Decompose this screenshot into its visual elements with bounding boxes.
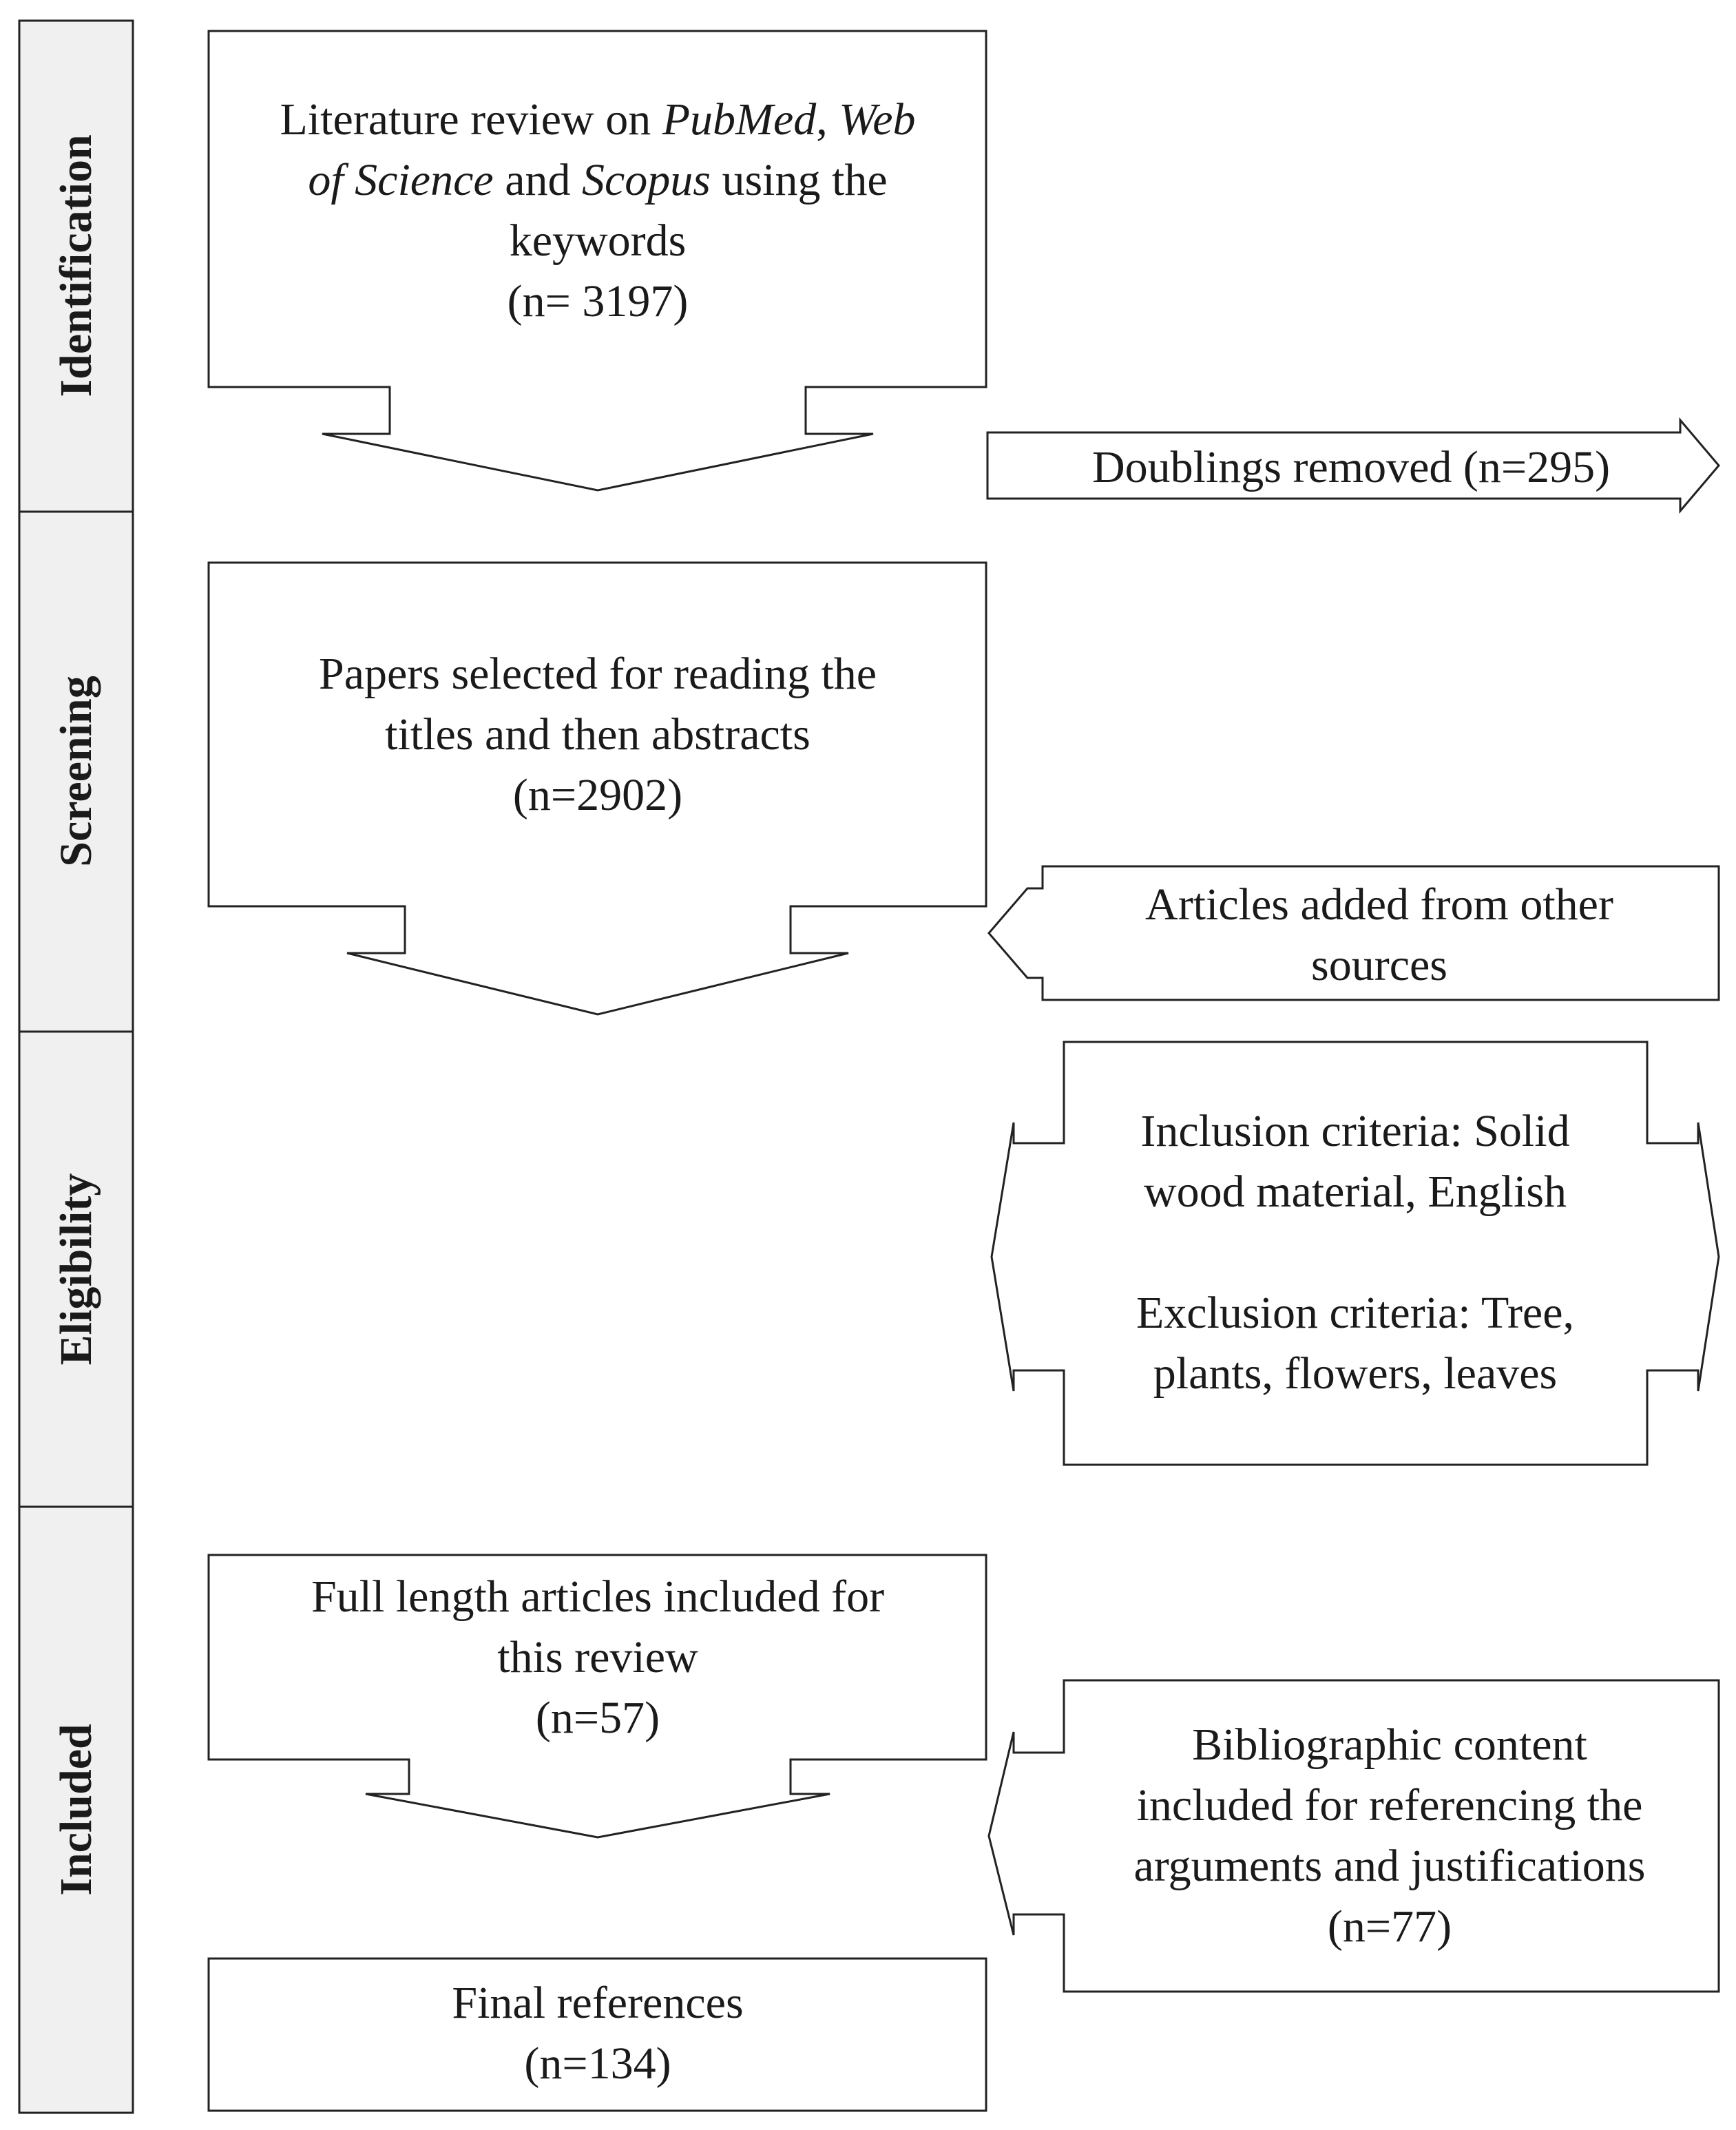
stage-band-included xyxy=(18,1505,134,2114)
stage-band-identification xyxy=(18,19,134,513)
bibliographic-callout-shape xyxy=(987,1679,1720,1993)
articles-added-line-1: Articles added from other xyxy=(1145,879,1613,930)
inclusion-criteria-line-2: wood material, English xyxy=(1144,1167,1567,1217)
literature-review-box: Literature review on PubMed, Web of Scie… xyxy=(207,30,987,492)
papers-selected-count: (n=2902) xyxy=(513,770,682,820)
stage-label-identification: Identification xyxy=(51,134,101,397)
bibliographic-count: (n=77) xyxy=(1328,1901,1452,1952)
literature-review-line-2: of Science and Scopus using the xyxy=(308,155,887,205)
papers-selected-callout-shape xyxy=(207,561,987,1016)
literature-review-line-3: keywords xyxy=(510,216,687,266)
final-references-line-1: Final references xyxy=(452,1978,743,2028)
bibliographic-line-3: arguments and justifications xyxy=(1134,1841,1646,1891)
stage-label-eligibility: Eligibility xyxy=(51,1173,101,1366)
stage-band-eligibility xyxy=(18,1030,134,1508)
papers-selected-line-1: Papers selected for reading the xyxy=(319,649,877,699)
criteria-callout-shape xyxy=(990,1041,1720,1466)
papers-selected-line-2: titles and then abstracts xyxy=(385,709,811,760)
doublings-removed-text: Doublings removed (n=295) xyxy=(1092,442,1610,492)
full-length-line-2: this review xyxy=(497,1632,698,1682)
articles-added-line-2: sources xyxy=(1311,940,1447,990)
stage-band-screening xyxy=(18,510,134,1033)
doublings-removed-box: Doublings removed (n=295) xyxy=(986,417,1720,514)
stage-label-included: Included xyxy=(51,1724,101,1895)
full-length-callout-shape xyxy=(207,1554,987,1839)
final-references-rect xyxy=(207,1957,987,2112)
exclusion-criteria-line-2: plants, flowers, leaves xyxy=(1153,1348,1558,1399)
criteria-box: Inclusion criteria: Solid wood material,… xyxy=(990,1041,1720,1466)
full-length-box: Full length articles included for this r… xyxy=(207,1554,987,1839)
bibliographic-line-1: Bibliographic content xyxy=(1192,1720,1587,1770)
literature-review-callout-shape xyxy=(207,30,987,492)
stage-sidebar: Identification Screening Eligibility Inc… xyxy=(18,19,134,2114)
inclusion-criteria-line-1: Inclusion criteria: Solid xyxy=(1140,1106,1569,1156)
full-length-count: (n=57) xyxy=(536,1693,660,1743)
bibliographic-line-2: included for referencing the xyxy=(1137,1780,1643,1830)
bibliographic-content-box: Bibliographic content included for refer… xyxy=(987,1679,1720,1993)
literature-review-count: (n= 3197) xyxy=(508,276,689,326)
articles-added-box: Articles added from other sources xyxy=(987,865,1720,1001)
final-references-box: Final references (n=134) xyxy=(207,1957,987,2112)
doublings-removed-callout-shape xyxy=(986,417,1720,514)
full-length-line-1: Full length articles included for xyxy=(311,1572,884,1622)
articles-added-callout-shape xyxy=(987,865,1720,1001)
final-references-count: (n=134) xyxy=(524,2038,671,2089)
stage-label-screening: Screening xyxy=(51,676,101,866)
papers-selected-box: Papers selected for reading the titles a… xyxy=(207,561,987,1016)
exclusion-criteria-line-1: Exclusion criteria: Tree, xyxy=(1136,1288,1574,1338)
literature-review-line-1: Literature review on PubMed, Web xyxy=(280,94,915,145)
